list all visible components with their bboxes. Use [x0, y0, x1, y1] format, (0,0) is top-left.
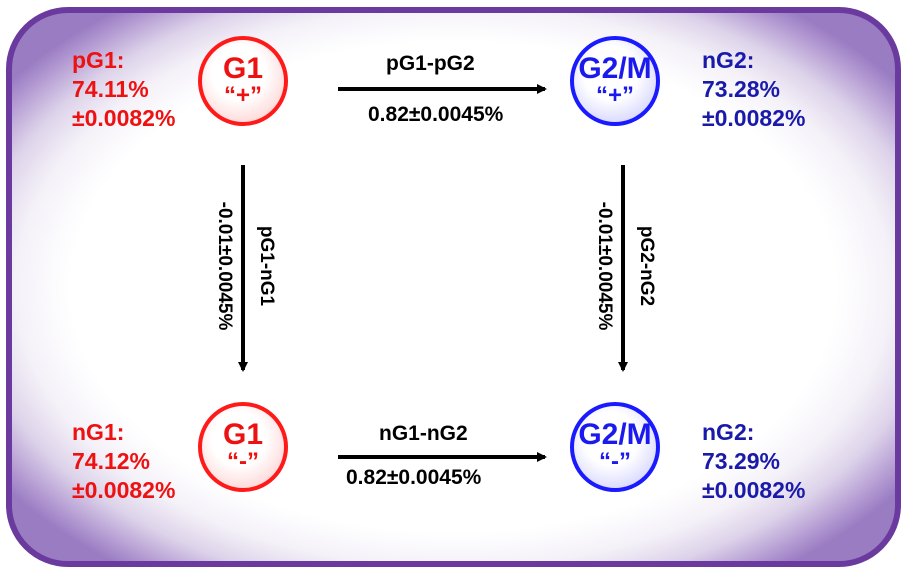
annotation-line: ±0.0082%: [702, 477, 806, 503]
annotation-line: nG1:: [72, 419, 125, 445]
edge-bottom-value: 0.82±0.0045%: [346, 466, 482, 489]
node-sign: “-”: [227, 448, 259, 475]
node-label: G1: [222, 52, 264, 85]
annotation-line: ±0.0082%: [72, 477, 176, 503]
annotation-line: 74.12%: [72, 448, 151, 474]
annotation-line: 73.29%: [702, 448, 781, 474]
annotation-line: 73.28%: [702, 76, 781, 102]
annotation-line: nG2:: [702, 419, 755, 445]
annotation-top-left: pG1: 74.11% ±0.0082%: [72, 46, 175, 133]
node-sign: “-”: [599, 448, 631, 475]
edge-top-value: 0.82±0.0045%: [368, 103, 504, 126]
edge-right-name: pG2-nG2: [636, 225, 657, 307]
annotation-bottom-left: nG1: 74.12% ±0.0082%: [72, 418, 175, 505]
annotation-bottom-right: nG2: 73.29% ±0.0082%: [702, 418, 805, 505]
edge-top-name: pG1-pG2: [386, 52, 475, 75]
annotation-top-right: nG2: 73.28% ±0.0082%: [702, 46, 805, 133]
node-label: G2/M: [578, 418, 652, 451]
node-label: G2/M: [578, 52, 652, 85]
edge-left-name: pG1-nG1: [256, 225, 277, 307]
annotation-line: ±0.0082%: [72, 105, 176, 131]
node-g1-minus: G1 “-”: [198, 402, 288, 492]
annotation-line: pG1:: [72, 47, 125, 73]
node-sign: “+”: [595, 82, 634, 109]
edge-right-value: -0.01±0.0045%: [594, 201, 615, 331]
annotation-line: nG2:: [702, 47, 755, 73]
node-label: G1: [222, 418, 264, 451]
edge-bottom-name: nG1-nG2: [379, 422, 468, 445]
node-g2-plus: G2/M “+”: [570, 36, 660, 126]
annotation-line: 74.11%: [72, 76, 149, 102]
node-sign: “+”: [223, 82, 262, 109]
node-g2-minus: G2/M “-”: [570, 402, 660, 492]
node-g1-plus: G1 “+”: [198, 36, 288, 126]
edge-left-value: -0.01±0.0045%: [214, 201, 235, 331]
annotation-line: ±0.0082%: [702, 105, 806, 131]
diagram-frame: [6, 7, 901, 567]
